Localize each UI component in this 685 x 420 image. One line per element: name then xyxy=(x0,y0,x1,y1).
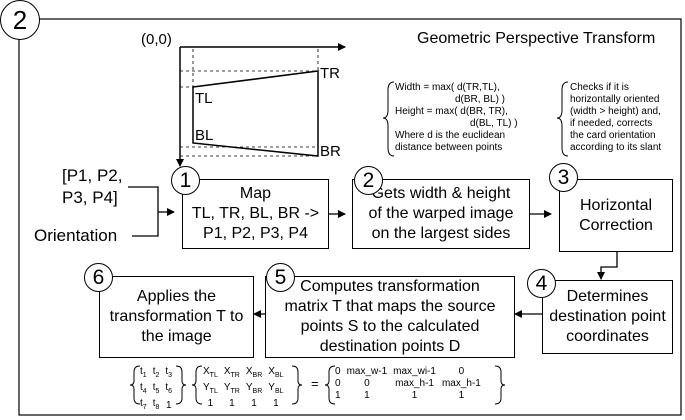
flow-arrows xyxy=(253,210,618,318)
sketch-guides xyxy=(180,49,319,157)
equation-equals-sign: = xyxy=(311,376,319,391)
warped-card-shape xyxy=(192,70,319,157)
corner-label-tr: TR xyxy=(320,65,340,82)
step-4-number: 4 xyxy=(527,269,556,298)
sketch-origin-label: (0,0) xyxy=(141,31,172,48)
input-points-line1: [P1, P2, xyxy=(62,166,123,185)
note-brace-width-height xyxy=(382,81,395,157)
input-orientation: Orientation xyxy=(34,226,118,245)
input-connectors xyxy=(128,186,175,237)
step-6-number: 6 xyxy=(84,263,113,292)
figure-title: Geometric Perspective Transform xyxy=(417,30,656,47)
step-2-number: 2 xyxy=(354,166,383,195)
step-5-number: 5 xyxy=(266,263,295,292)
corner-label-tl: TL xyxy=(195,90,213,107)
corner-label-bl: BL xyxy=(195,127,214,144)
input-points-line2: P3, P4] xyxy=(62,188,118,207)
note-brace-orientation xyxy=(556,81,569,157)
corner-label-br: BR xyxy=(320,143,341,160)
note-orientation: Checks if it is horizontally oriented (w… xyxy=(570,82,662,153)
arrow-3-4 xyxy=(597,252,618,280)
equation-braces xyxy=(129,365,506,405)
figure-number-badge: 2 xyxy=(0,0,40,40)
note-width-height: Width = max( d(TR,TL), d(BR, BL) ) Heigh… xyxy=(395,82,518,153)
step-1-number: 1 xyxy=(171,166,200,195)
step-3-number: 3 xyxy=(549,163,578,192)
figure-frame xyxy=(18,18,682,416)
